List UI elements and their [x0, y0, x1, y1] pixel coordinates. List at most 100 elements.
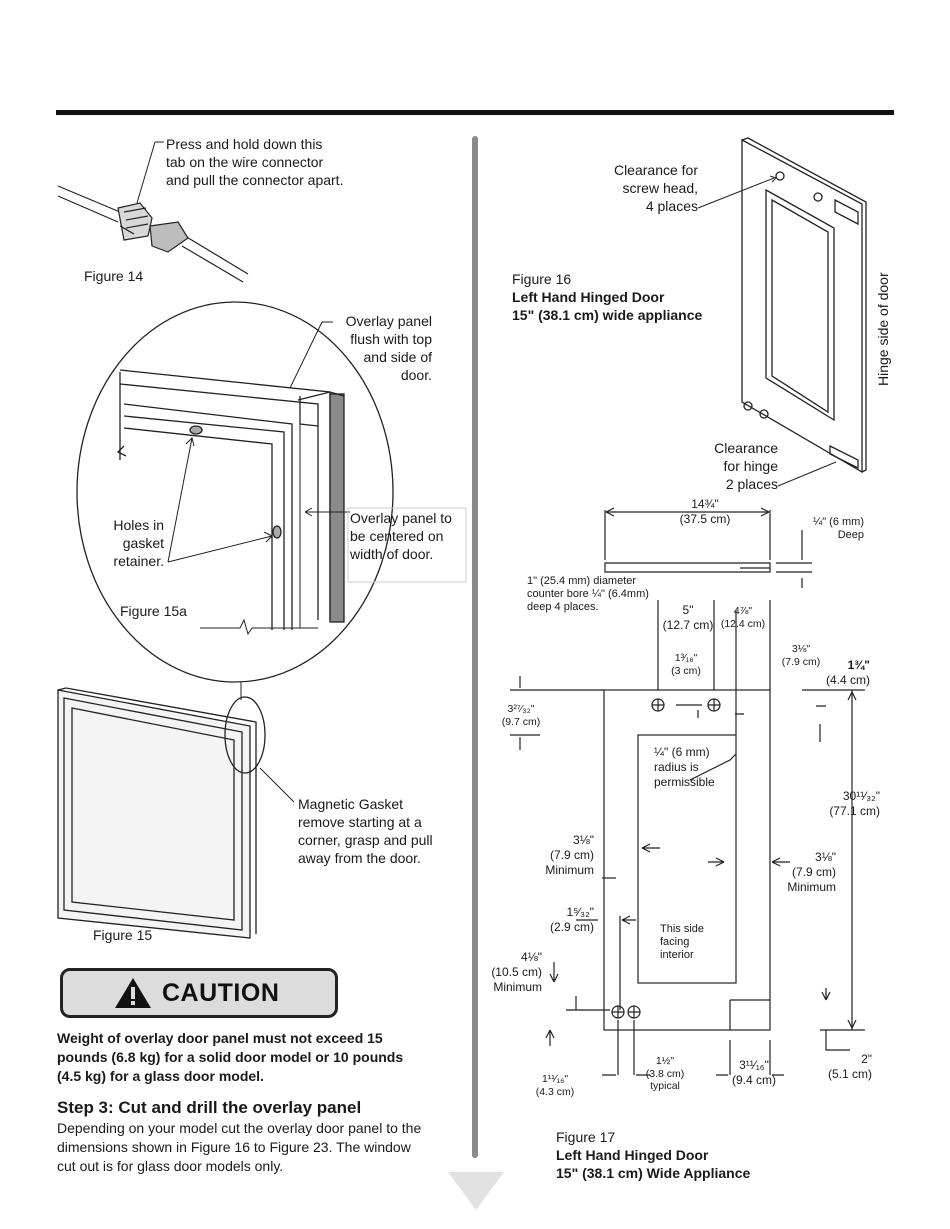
dim-value: 4⅞" [733, 605, 753, 617]
dim-3-1-8in-left: 3⅛" (7.9 cm) Minimum [530, 833, 594, 878]
dim-value: 3¹¹⁄₁₆" [739, 1058, 769, 1072]
fig15a-zoom-drawing [76, 301, 467, 700]
label-line: gasket [122, 535, 164, 551]
column-divider [472, 136, 478, 1158]
fig14-callout-line: tab on the wire connector [166, 154, 324, 170]
dim-value: 1³⁄₁₆" [674, 652, 698, 664]
caution-label: CAUTION [162, 979, 280, 1007]
dim-value: 2" [861, 1052, 872, 1066]
dim-typical: typical [650, 1080, 680, 1092]
label-line: flush with top [350, 331, 432, 347]
dim-3-1-8in-top: 3⅛" (7.9 cm) [776, 643, 826, 668]
dim-1-5-32in: 1⁵⁄₃₂" (2.9 cm) [540, 905, 594, 935]
note-line: radius is [654, 760, 699, 774]
note-line: 1" (25.4 mm) diameter [527, 575, 637, 587]
label-line: Overlay panel to [350, 510, 452, 526]
fig14-connector-drawing [57, 141, 249, 283]
label-line: door. [400, 367, 432, 383]
warning-line: (4.5 kg) for a glass door model. [57, 1068, 264, 1084]
dim-counter-bore: 1" (25.4 mm) diameter counter bore ¼" (6… [527, 575, 649, 614]
fig17-panel-drawing [510, 600, 865, 1076]
dim-metric: (7.9 cm) [781, 655, 821, 668]
warning-line: pounds (6.8 kg) for a solid door model o… [57, 1049, 404, 1065]
label-line: remove starting at a [298, 814, 422, 830]
note-line: This side [660, 923, 705, 935]
continue-down-arrow-icon [448, 1172, 504, 1210]
note-line: interior [660, 949, 694, 961]
right-illustrations [510, 137, 867, 1076]
dim-metric: (10.5 cm) [491, 965, 542, 979]
dim-3-1-8in-right: 3⅛" (7.9 cm) Minimum [770, 850, 836, 895]
dim-1-3-16in: 1³⁄₁₆" (3 cm) [662, 652, 710, 677]
label-line: Magnetic Gasket [298, 796, 404, 812]
dim-value: 3⅛" [573, 833, 594, 847]
label-line: for hinge [723, 458, 778, 474]
fig15-door-drawing [57, 687, 295, 939]
dim-metric: (4.3 cm) [535, 1085, 575, 1098]
note-line: permissible [654, 775, 715, 789]
fig15-caption: Figure 15 [93, 927, 153, 943]
fig15a-overlay-flush-label: Overlay panel flush with top and side of… [300, 312, 432, 384]
dim-value: 5" [682, 603, 694, 617]
dim-1-11-16in: 1¹¹⁄₁₆" (4.3 cm) [528, 1073, 582, 1098]
label-line: width of door. [350, 546, 434, 562]
dim-value: 14¾" [691, 497, 719, 511]
fig16-caption: Figure 16 Left Hand Hinged Door 15" (38.… [512, 270, 702, 324]
dim-metric: (7.9 cm) [549, 848, 594, 862]
fig17-interior-note: This side facing interior [660, 923, 704, 962]
dim-value: 4⅛" [521, 950, 542, 964]
label-line: and side of [363, 349, 433, 365]
body-line: Depending on your model cut the overlay … [57, 1120, 422, 1136]
dim-radius-note: ¼" (6 mm) radius is permissible [654, 745, 715, 790]
caption-line: Left Hand Hinged Door [556, 1147, 709, 1163]
dim-value: 3⅛" [791, 643, 811, 655]
body-line: dimensions shown in Figure 16 to Figure … [57, 1139, 411, 1155]
dim-value: 1⁵⁄₃₂" [566, 905, 594, 919]
caution-banner [60, 968, 338, 1018]
note-line: facing [660, 936, 690, 948]
dim-value: 3²⁷⁄₃₂" [507, 703, 535, 715]
caution-warning-text: Weight of overlay door panel must not ex… [57, 1029, 403, 1086]
dim-value: 1¹¹⁄₁₆" [541, 1073, 569, 1085]
dim-1-3-4in: 1¾" (4.4 cm) [820, 658, 870, 688]
fig14-callout-line: Press and hold down this [166, 136, 323, 152]
caption-line: 15" (38.1 cm) Wide Appliance [556, 1165, 751, 1181]
fig16-hinge-side-label: Hinge side of door [875, 272, 891, 386]
warning-triangle-icon [115, 978, 151, 1008]
label-line: 4 places [645, 198, 698, 214]
dim-metric: (77.1 cm) [829, 804, 880, 818]
label-line: retainer. [113, 553, 164, 569]
dim-metric: (2.9 cm) [549, 920, 594, 934]
label-line: Overlay panel [345, 313, 432, 329]
dim-min: Minimum [787, 880, 836, 894]
header-rule [56, 110, 894, 115]
dim-value: 1¾" [847, 658, 870, 672]
caption-line: Figure 16 [512, 271, 572, 287]
dim-4-7-8in: 4⅞" (12.4 cm) [716, 605, 770, 630]
dim-depth: ¼" (6 mm) Deep [792, 516, 864, 542]
fig14-callout: Press and hold down this tab on the wire… [166, 135, 343, 189]
label-line: away from the door. [298, 850, 421, 866]
fig16-clearance-screw-label: Clearance for screw head, 4 places [580, 161, 698, 215]
dim-metric: (37.5 cm) [679, 512, 731, 526]
label-line: corner, grasp and pull [298, 832, 433, 848]
note-line: ¼" (6 mm) [654, 745, 710, 759]
dim-metric: (3 cm) [671, 664, 701, 677]
fig14-caption: Figure 14 [84, 268, 144, 284]
dim-metric: (9.4 cm) [731, 1073, 776, 1087]
label-line: screw head, [622, 180, 698, 196]
dim-2in: 2" (5.1 cm) [820, 1052, 872, 1082]
dim-value: ¼" (6 mm) [813, 516, 864, 528]
dim-5in: 5" (12.7 cm) [660, 603, 716, 633]
label-line: Holes in [113, 517, 164, 533]
dim-1-1-2in: 1½" (3.8 cm) typical [636, 1055, 694, 1093]
step3-body: Depending on your model cut the overlay … [57, 1119, 421, 1176]
dim-min: Minimum [545, 863, 594, 877]
fig17-profile-drawing [604, 507, 812, 588]
note-line: deep 4 places. [527, 601, 599, 613]
fig15a-caption: Figure 15a [120, 603, 187, 619]
fig15-gasket-label: Magnetic Gasket remove starting at a cor… [298, 795, 433, 867]
fig16-panel-drawing [697, 137, 867, 487]
caption-line: 15" (38.1 cm) wide appliance [512, 307, 703, 323]
fig15a-centered-label: Overlay panel to be centered on width of… [350, 509, 452, 563]
